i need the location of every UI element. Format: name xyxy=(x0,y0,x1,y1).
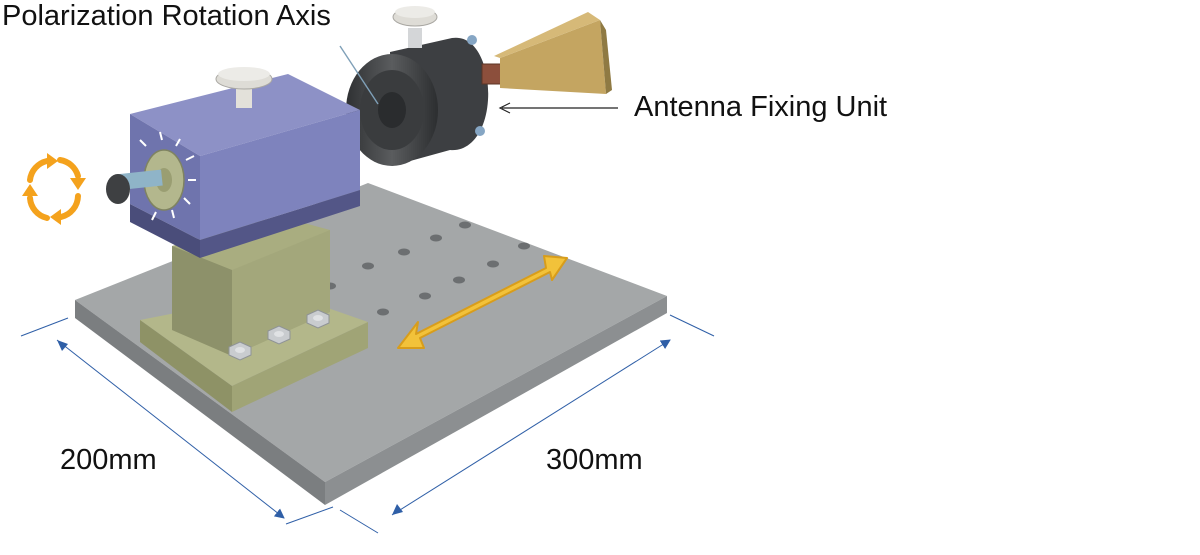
double-arrow-icon xyxy=(397,255,568,349)
mounting-holes xyxy=(324,221,530,316)
unit-leader-arrowhead xyxy=(498,102,511,114)
dimension-lines xyxy=(20,314,715,534)
antenna-fixing-cylinder xyxy=(346,6,489,166)
width-dimension-label: 200mm xyxy=(60,444,157,476)
rotation-arrows-icon xyxy=(22,153,86,225)
antenna-fixing-unit-label: Antenna Fixing Unit xyxy=(634,91,888,123)
rotation-dial xyxy=(106,131,196,221)
bolts xyxy=(228,309,330,361)
column-support xyxy=(140,216,368,412)
axis-leader-line xyxy=(339,45,379,105)
horn-antenna xyxy=(481,12,612,94)
polarization-rotation-axis-label: Polarization Rotation Axis xyxy=(2,0,331,32)
depth-dimension-label: 300mm xyxy=(546,444,643,476)
